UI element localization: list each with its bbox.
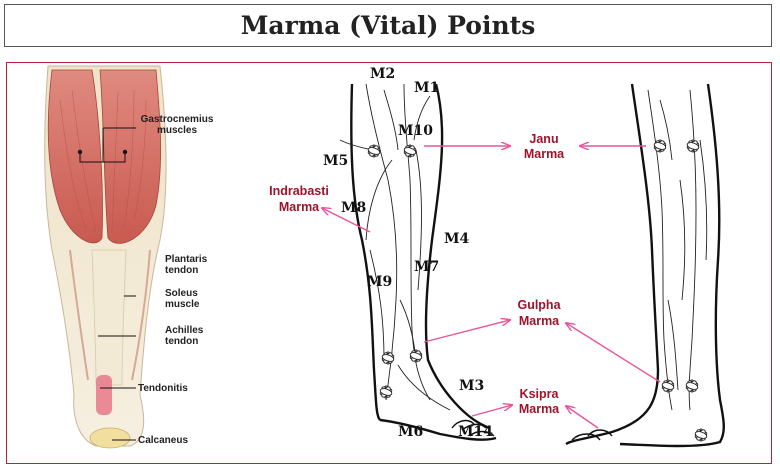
tendonitis-area: [96, 375, 112, 415]
marma-label-m7: M7: [414, 259, 439, 275]
label-plantaris-1: Plantaris: [165, 254, 208, 265]
label-gastrocnemius-2: muscles: [157, 125, 197, 136]
marma-name-ksipra-1: Ksipra: [520, 387, 560, 401]
gastrocnemius-right: [100, 70, 161, 243]
arrow-ksipra-right: [566, 406, 598, 428]
flower-ankle-2: [409, 349, 422, 362]
marma-label-m1: M1: [414, 80, 439, 96]
label-calcaneus: Calcaneus: [138, 435, 188, 446]
marma-name-gulpha-1: Gulpha: [517, 298, 561, 312]
leader-dot-right: [123, 150, 127, 154]
flower-right-ankle-1: [661, 379, 674, 392]
calcaneus-bone: [90, 428, 130, 448]
flower-heel: [379, 385, 392, 398]
arrow-ksipra-left: [472, 405, 512, 416]
label-gastrocnemius-1: Gastrocnemius: [141, 114, 214, 125]
right-leg-drawing: [566, 84, 724, 446]
marma-name-janu-2: Marma: [524, 147, 565, 161]
left-leg-veins: [340, 84, 450, 410]
achilles-tendon-shape: [92, 250, 126, 385]
label-soleus-1: Soleus: [165, 288, 198, 299]
flower-m5: [367, 144, 380, 157]
leader-dot-left: [78, 150, 82, 154]
label-achilles-1: Achilles: [165, 325, 204, 336]
marma-name-indrabasti-2: Marma: [279, 200, 320, 214]
marma-label-m4: M4: [444, 231, 469, 247]
marma-label-m14: M14: [458, 424, 493, 440]
marma-label-m2: M2: [370, 66, 395, 82]
arrow-gulpha-right: [566, 323, 660, 382]
label-plantaris-2: tendon: [165, 265, 198, 276]
right-leg-toes: [572, 430, 612, 440]
marma-label-m10: M10: [398, 123, 433, 139]
flower-right-foot: [694, 428, 707, 441]
flower-right-ankle-2: [685, 379, 698, 392]
marma-name-ksipra-2: Marma: [519, 402, 560, 416]
marma-label-m6: M6: [398, 424, 423, 440]
flower-right-knee-2: [686, 139, 699, 152]
marma-name-janu-1: Janu: [529, 132, 558, 146]
marma-label-m5: M5: [323, 153, 348, 169]
marma-name-gulpha-2: Marma: [519, 314, 560, 328]
marma-name-indrabasti-1: Indrabasti: [269, 184, 329, 198]
flower-m10: [403, 144, 416, 157]
label-soleus-2: muscle: [165, 299, 200, 310]
arrow-gulpha-left: [424, 320, 510, 342]
marma-label-m3: M3: [459, 378, 484, 394]
marma-label-m9: M9: [367, 274, 392, 290]
label-achilles-2: tendon: [165, 336, 198, 347]
label-tendonitis: Tendonitis: [138, 383, 188, 394]
flower-ankle-1: [381, 351, 394, 364]
marma-label-m8: M8: [341, 200, 366, 216]
